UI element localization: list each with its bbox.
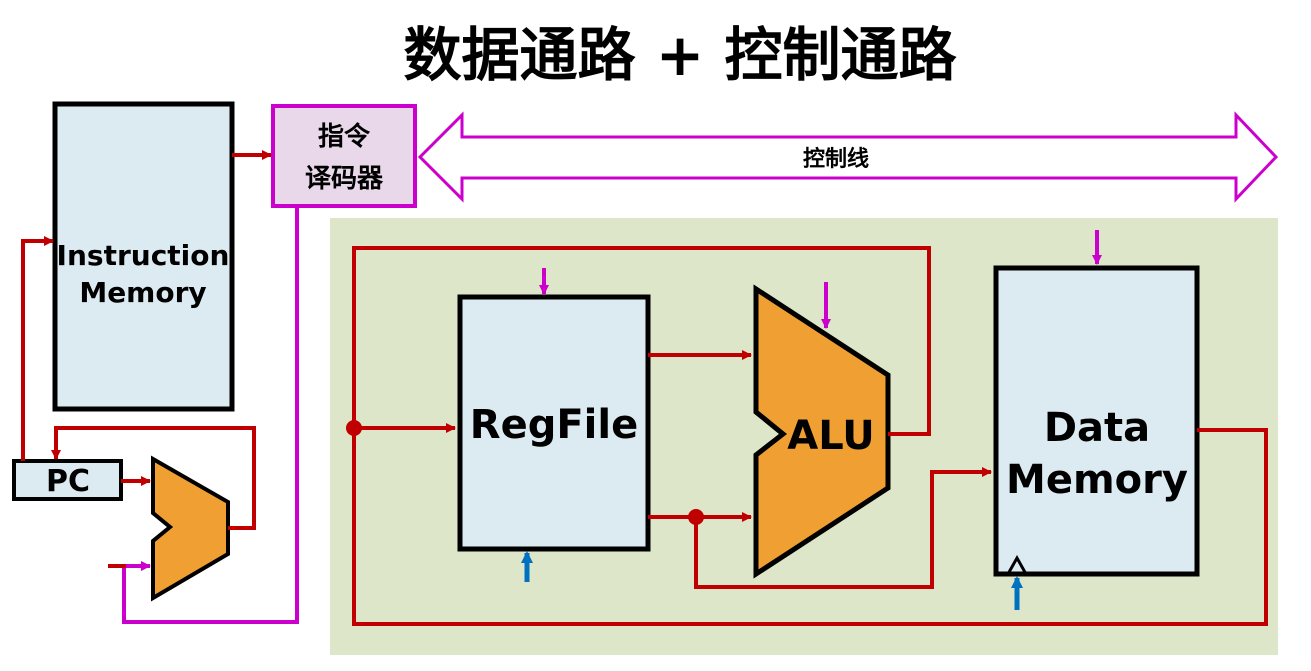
alu-block <box>753 284 891 579</box>
instruction-memory-block <box>52 101 235 412</box>
control-bus-arrow <box>417 111 1279 203</box>
pc-register <box>12 459 123 501</box>
decoder-label-line1: 指令 <box>318 121 371 152</box>
pc-mux <box>151 455 230 602</box>
wire-data-memory-out-loop <box>352 428 1268 626</box>
wire-alu-out-loop <box>352 246 931 436</box>
regfile-block <box>457 294 651 552</box>
pc-label: PC <box>46 464 90 499</box>
instruction-memory-label-line1: Instruction <box>57 239 230 272</box>
data-memory-block <box>993 265 1200 577</box>
page-title: 数据通路 + 控制通路 <box>404 21 958 89</box>
decoder-block <box>271 104 417 208</box>
data-memory-label-line1: Data <box>1044 405 1150 451</box>
wire-regfile-to-data-memory <box>694 467 992 589</box>
control-bus-label: 控制线 <box>803 146 869 172</box>
wire-decoder-to-pc-mux <box>122 206 299 624</box>
instruction-memory-label-line2: Memory <box>79 276 206 309</box>
data-memory-clock-triangle <box>1006 554 1028 575</box>
data-memory-label-line2: Memory <box>1006 457 1188 503</box>
wire-mux-to-pc <box>51 426 256 530</box>
regfile-label: RegFile <box>470 402 638 448</box>
alu-label: ALU <box>787 413 875 459</box>
wire-pc-to-im <box>21 236 54 461</box>
decoder-label-line2: 译码器 <box>305 164 384 194</box>
